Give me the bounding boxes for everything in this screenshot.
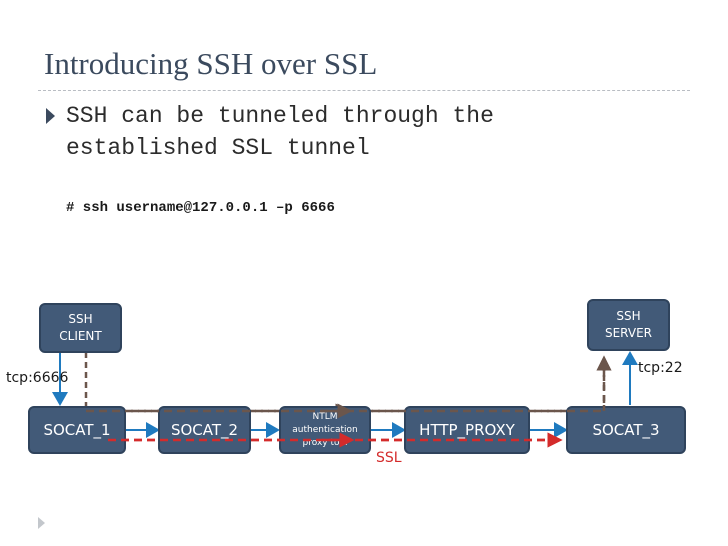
ssh-path-main [84,355,612,413]
tcp-server-port-label: tcp:22 [638,360,683,376]
footer-arrow-icon [38,517,45,529]
ssh-server-line-2: SERVER [604,326,652,340]
socat3-label: SOCAT_3 [592,421,660,439]
ntlm-line-1: NTLM [312,411,338,422]
socat1-box: SOCAT_1 [28,406,126,454]
ssl-label: SSL [376,450,402,466]
bullet-line-1: SSH can be tunneled through the [66,103,494,129]
ssh-server-box: SSH SERVER [587,299,670,351]
socat2-label: SOCAT_2 [170,421,239,439]
ssh-client-line-1: SSH [68,312,93,326]
ntlm-proxy-box: NTLM authentication proxy tool [279,406,371,454]
title-divider [38,90,690,91]
socat3-box: SOCAT_3 [566,406,686,454]
bullet-arrow-icon [46,108,55,124]
bullet-text: SSH can be tunneled through the establis… [66,100,626,164]
ssh-client-line-2: CLIENT [59,329,102,343]
tcp-client-port-label: tcp:6666 [6,370,69,386]
ssh-server-line-1: SSH [616,309,641,323]
ntlm-line-3: proxy tool [302,437,348,448]
ntlm-line-2: authentication [292,424,358,435]
socat1-label: SOCAT_1 [43,421,111,439]
ssh-command: # ssh username@127.0.0.1 –p 6666 [66,200,335,216]
slide-title: Introducing SSH over SSL [44,46,378,81]
socat2-box: SOCAT_2 [158,406,251,454]
http-proxy-box: HTTP_PROXY [404,406,530,454]
http-proxy-label: HTTP_PROXY [419,421,515,439]
ssh-client-box: SSH CLIENT [39,303,122,353]
bullet-line-2: established SSL tunnel [66,135,370,161]
